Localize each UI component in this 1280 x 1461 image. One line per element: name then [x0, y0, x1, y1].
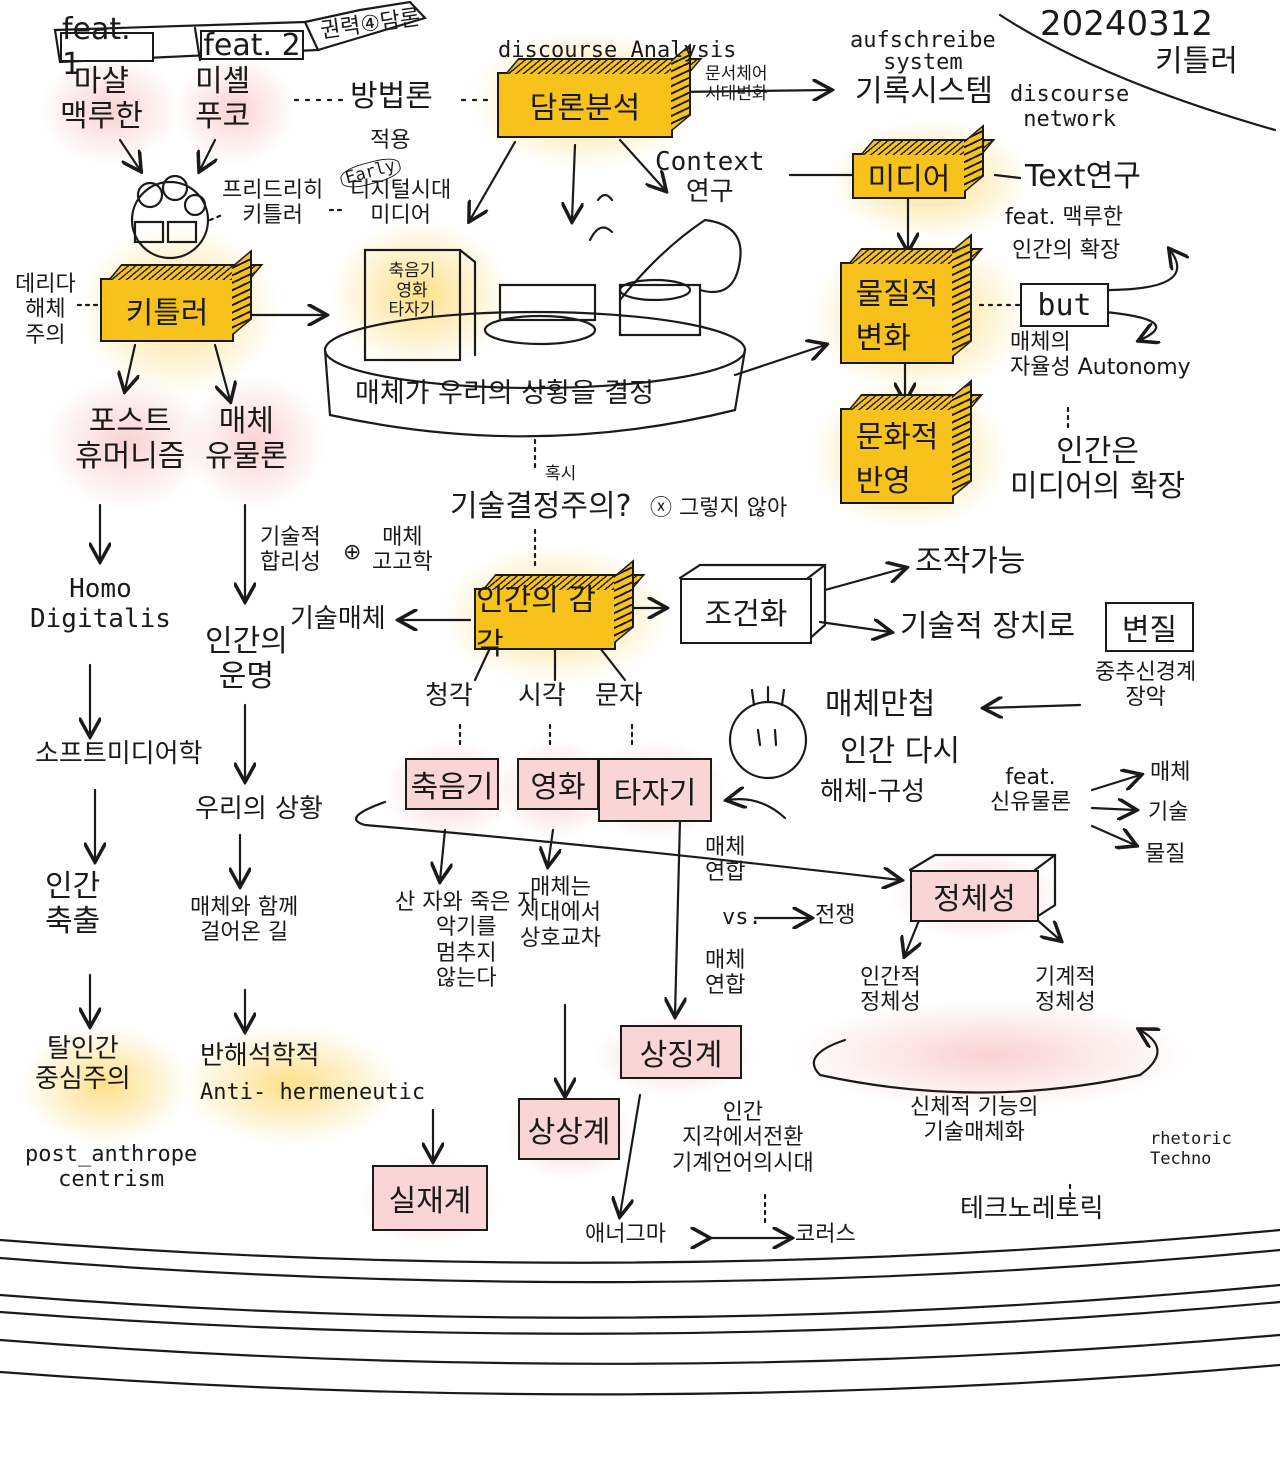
- soft-media-label: 소프트미디어학: [35, 739, 203, 769]
- human-identity-label: 인간적 정체성: [860, 965, 921, 1016]
- discourse-network-label: discourse network: [1010, 82, 1130, 133]
- media-alliance-label-2: 매체 연합: [705, 948, 746, 999]
- plus-sign: ⊕: [343, 540, 362, 565]
- apply-label: 적용: [370, 128, 411, 153]
- text-research-label: Text연구: [1025, 159, 1141, 194]
- not-so-label: ⓧ 그렇지 않아: [650, 496, 788, 521]
- war-label: 전쟁: [815, 903, 856, 928]
- glow-posthumanism: [45, 375, 210, 510]
- hearing-label: 청각: [425, 681, 473, 711]
- author-corner: 키틀러: [1155, 44, 1238, 79]
- glow-posthuman: [20, 1025, 190, 1145]
- discourse-box: 담론분석: [497, 72, 673, 138]
- phonograph-box: 축음기: [405, 758, 499, 810]
- cns-label: 중추신경계 장악: [1095, 660, 1197, 711]
- dead-voice-label: 산 자와 죽은 자 악기를 멈추지 않는다: [395, 890, 538, 991]
- real-box: 실재계: [372, 1165, 488, 1231]
- transform-box: 변질: [1105, 602, 1194, 652]
- media-archaeology-label: 매체 고고학: [372, 525, 433, 576]
- anagram-label: 애너그마: [585, 1222, 666, 1247]
- tech-determinism-label: 기술결정주의?: [450, 489, 632, 524]
- machine-identity-label: 기계적 정체성: [1035, 965, 1096, 1016]
- anti-herm-en-label: Anti- hermeneutic: [200, 1080, 426, 1105]
- typewriter-box: 타자기: [598, 758, 712, 822]
- kittler-box: 키틀러: [100, 278, 234, 342]
- techno-rhetoric-label: 테크노레토릭: [960, 1194, 1104, 1224]
- media-first-label: 매체만첩: [825, 687, 936, 722]
- aufschreibe-label: aufschreibe system: [850, 28, 996, 75]
- deconstruction-label: 데리다 해체 주의: [15, 272, 76, 348]
- foucault-label: 미셸 푸코: [195, 64, 251, 134]
- human-deletion-label: 인간 축출: [45, 869, 101, 939]
- anti-herm-ko-label: 반해석학적: [200, 1041, 320, 1071]
- homo-digitalis-label: Homo Digitalis: [30, 574, 171, 634]
- determine-label: 매체가 우리의 상황을 결정: [355, 378, 654, 409]
- feat-neomat-label: feat. 신유물론: [990, 765, 1071, 816]
- identity-box: 정체성: [910, 870, 1039, 922]
- film-box: 영화: [517, 758, 599, 810]
- glow-mcluhan: [40, 55, 180, 165]
- digital-media-label: 디지털시대 미디어: [350, 178, 452, 229]
- glow-foucault: [175, 55, 295, 165]
- context-label: Context 연구: [655, 147, 765, 207]
- glow-antiherm: [180, 1025, 400, 1145]
- human-fate-label: 인간의 운명: [205, 624, 288, 694]
- rhetoric-label: rhetoric Techno: [1150, 1129, 1232, 1169]
- humans-are-label: 인간은 미디어의 확장: [1010, 434, 1186, 504]
- symbolic-box: 상징계: [620, 1025, 742, 1079]
- media-alliance-label: 매체 연합: [705, 835, 746, 886]
- letters-label: 문자: [595, 681, 643, 711]
- chorus-label: 코러스: [795, 1222, 856, 1247]
- human-perception-label: 인간 지각에서전환 기계언어의시대: [672, 1100, 814, 1176]
- human-extension-label: 인간의 확장: [1012, 238, 1121, 263]
- glow-devices: [330, 220, 510, 370]
- deconstruct-label: 해체-구성: [820, 777, 926, 807]
- nm-media-label: 매체: [1150, 760, 1191, 785]
- manipulable-label: 조작가능: [915, 544, 1026, 579]
- tech-rational-label: 기술적 합리성: [260, 525, 321, 576]
- media-autonomy-label: 매체의 자율성 Autonomy: [1010, 330, 1191, 381]
- vs-label: vs.: [722, 905, 762, 930]
- walking-with-media-label: 매체와 함께 걸어온 길: [190, 895, 299, 946]
- nm-matter-label: 물질: [1145, 842, 1186, 867]
- friedrich-kittler-label: 프리드리히 키틀러: [222, 178, 324, 229]
- senses-box: 인간의 감각: [474, 583, 616, 662]
- cultural-box: 문화적 반영: [840, 408, 954, 504]
- body-func-label: 신체적 기능의 기술매체화: [910, 1095, 1039, 1146]
- media-era-label: 매체는 시대에서 상호교차: [520, 875, 601, 951]
- glow-materialism: [185, 375, 325, 510]
- imaginary-box: 상상계: [518, 1098, 620, 1160]
- question-hint: 혹시: [545, 464, 577, 484]
- date-label: 20240312: [1040, 4, 1214, 44]
- mcluhan-label: 마샬 맥루한: [60, 64, 143, 134]
- nm-tech-label: 기술: [1148, 800, 1189, 825]
- our-situation-label: 우리의 상황: [195, 794, 323, 824]
- but-box: but: [1020, 283, 1109, 327]
- tech-media-label: 기술매체: [290, 604, 386, 634]
- method-label: 방법론: [350, 79, 433, 114]
- transform-label: 기술적 장치로: [900, 609, 1076, 644]
- era-change-label: 문서체어 시대변화: [705, 64, 768, 104]
- feat1-box: feat. 1: [60, 12, 154, 82]
- material-change-box: 물질적 변화: [840, 262, 954, 364]
- discourse-en: discourse Analysis: [498, 38, 737, 63]
- conditioning-box: 조건화: [680, 578, 812, 644]
- record-system-label: 기록시스템: [855, 74, 993, 109]
- feat2-box: feat. 2: [200, 28, 304, 63]
- post-anthro-en-label: post_anthrope centrism: [25, 1142, 198, 1193]
- sight-label: 시각: [518, 681, 566, 711]
- post-anthro-label: 탈인간 중심주의: [35, 1034, 131, 1094]
- feat-mcluhan-label: feat. 맥루한: [1005, 205, 1124, 230]
- posthumanism-label: 포스트 휴머니즘: [75, 404, 186, 474]
- media-box: 미디어: [852, 153, 966, 199]
- media-materialism-label: 매체 유물론: [205, 404, 288, 474]
- human-again-label: 인간 다시: [840, 734, 960, 769]
- device-book-label: 축음기 영화 타자기: [388, 261, 436, 321]
